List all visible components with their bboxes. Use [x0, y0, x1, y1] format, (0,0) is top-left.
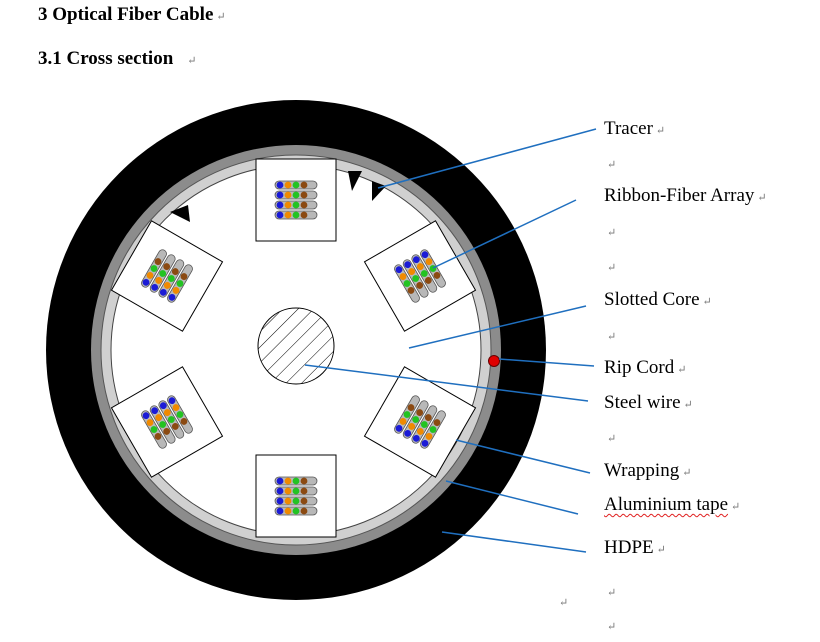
steel-wire-label: Steel wire↵: [604, 392, 693, 413]
paragraph-mark: ↵: [607, 331, 617, 343]
wrapping-label: Wrapping↵: [604, 460, 692, 481]
section-heading: 3 Optical Fiber Cable↵: [38, 4, 226, 25]
rip-cord: [488, 355, 500, 367]
paragraph-mark: ↵: [607, 433, 617, 445]
subsection-heading: 3.1 Cross section↵: [38, 48, 197, 69]
paragraph-mark: ↵: [607, 587, 617, 599]
tracer-leader-line: [377, 128, 597, 189]
rip-cord-leader-line: [498, 358, 595, 367]
tracer-marker: [372, 181, 386, 201]
aluminium-tape-leader-line: [445, 480, 579, 515]
steel-wire: [257, 307, 335, 385]
tracer-marker: [348, 171, 362, 191]
rip-cord-label: Rip Cord↵: [604, 357, 687, 378]
tracer-marker: [170, 205, 190, 222]
aluminium-tape-label: Aluminium tape↵: [604, 494, 741, 515]
ribbon-fiber-slot: [255, 158, 337, 242]
paragraph-mark: ↵: [559, 597, 569, 609]
paragraph-mark: ↵: [607, 227, 617, 239]
slotted-core-leader-line: [408, 305, 587, 349]
paragraph-mark: ↵: [607, 621, 617, 633]
hdpe-leader-line: [441, 531, 587, 553]
slotted-core-label: Slotted Core↵: [604, 289, 712, 310]
hdpe-label: HDPE↵: [604, 537, 666, 558]
wrapping-leader-line: [455, 439, 591, 474]
steel-wire-leader-line: [304, 364, 589, 402]
ribbon-leader-line: [432, 199, 577, 269]
ribbon-fiber-array-label: Ribbon-Fiber Array↵: [604, 185, 767, 206]
paragraph-mark: ↵: [607, 262, 617, 274]
tracer-label: Tracer↵: [604, 118, 666, 139]
ribbon-fiber-slot: [255, 454, 337, 538]
paragraph-mark: ↵: [607, 159, 617, 171]
